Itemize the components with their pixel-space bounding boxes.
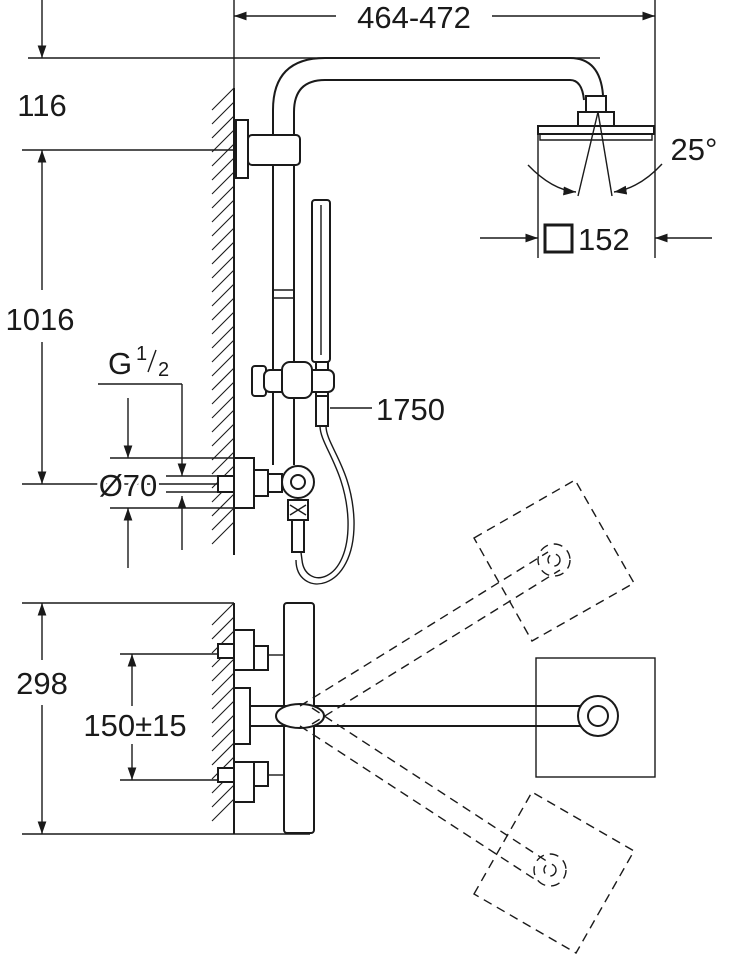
head-size-label: 152 — [578, 222, 630, 257]
offset-116-label: 116 — [17, 88, 66, 123]
hatch-line — [211, 101, 235, 125]
hatch-line — [211, 381, 235, 405]
overhead-shower-head — [537, 95, 655, 258]
hatch-line — [211, 367, 235, 391]
hatch-line — [211, 227, 235, 251]
width-dimension: 464-472 — [233, 0, 656, 258]
hatch-line — [211, 241, 235, 265]
square-symbol-icon — [543, 223, 574, 254]
hatch-line — [211, 658, 235, 682]
thread-dimension: G 1 2 — [98, 343, 234, 550]
spacing-dimension: 150±15 — [80, 653, 234, 781]
hatch-line — [211, 115, 235, 139]
width-dimension-label: 464-472 — [357, 0, 471, 35]
front-elevation-view: 464-472 116 1016 — [6, 0, 718, 585]
thread-g-label: G — [108, 346, 132, 381]
hatch-line — [211, 798, 235, 822]
height-1016-label: 1016 — [6, 302, 75, 337]
hatch-line — [211, 686, 235, 710]
spray-angle-label: 25° — [671, 132, 718, 167]
hatch-line — [211, 700, 235, 724]
arm-rotation-down — [299, 707, 635, 954]
hatch-line — [211, 630, 235, 654]
hatch-line — [211, 87, 235, 111]
hatch-line — [211, 255, 235, 279]
hose-length-label: 1750 — [376, 392, 445, 427]
hatch-line — [211, 423, 235, 447]
hatch-line — [211, 507, 235, 531]
head-size-dimension: 152 — [480, 222, 712, 257]
hatch-line — [211, 616, 235, 640]
arm-rotation-up — [299, 479, 635, 725]
hatch-line — [211, 171, 235, 195]
thread-denominator: 2 — [158, 359, 169, 381]
hatch-line — [211, 409, 235, 433]
hatch-line — [211, 353, 235, 377]
shower-arm-plan — [250, 657, 656, 778]
hatch-line — [211, 521, 235, 545]
hatch-line — [211, 311, 235, 335]
hatch-line — [211, 157, 235, 181]
offset-116-dimension: 116 — [17, 0, 600, 151]
hatch-line — [211, 129, 235, 153]
spacing-label: 150±15 — [83, 708, 186, 743]
hatch-line — [211, 283, 235, 307]
wall-hatch-bottom — [211, 602, 235, 834]
hatch-line — [211, 742, 235, 766]
hatch-line — [211, 602, 235, 626]
hatch-line — [211, 714, 235, 738]
wall-connection — [217, 457, 315, 553]
diameter-dimension: Ø70 — [96, 398, 234, 568]
shower-riser — [235, 57, 604, 465]
plan-view: 298 150±15 — [16, 479, 656, 954]
hatch-line — [211, 437, 235, 461]
height-298-dimension: 298 — [16, 602, 310, 835]
thread-numerator: 1 — [136, 343, 147, 365]
hatch-line — [211, 297, 235, 321]
hatch-line — [211, 143, 235, 167]
spray-angle-dimension: 25° — [527, 132, 718, 196]
diameter-label: Ø70 — [99, 468, 158, 503]
hatch-line — [211, 395, 235, 419]
hatch-line — [211, 451, 235, 475]
hatch-line — [211, 728, 235, 752]
shower-holder — [251, 361, 335, 399]
hatch-line — [211, 325, 235, 349]
hatch-line — [211, 213, 235, 237]
hatch-line — [211, 199, 235, 223]
hatch-line — [211, 185, 235, 209]
hatch-line — [211, 784, 235, 808]
height-298-label: 298 — [16, 666, 68, 701]
hatch-line — [211, 493, 235, 517]
height-1016-dimension: 1016 — [6, 150, 234, 485]
hatch-line — [211, 339, 235, 363]
hatch-line — [211, 269, 235, 293]
hatch-line — [211, 672, 235, 696]
